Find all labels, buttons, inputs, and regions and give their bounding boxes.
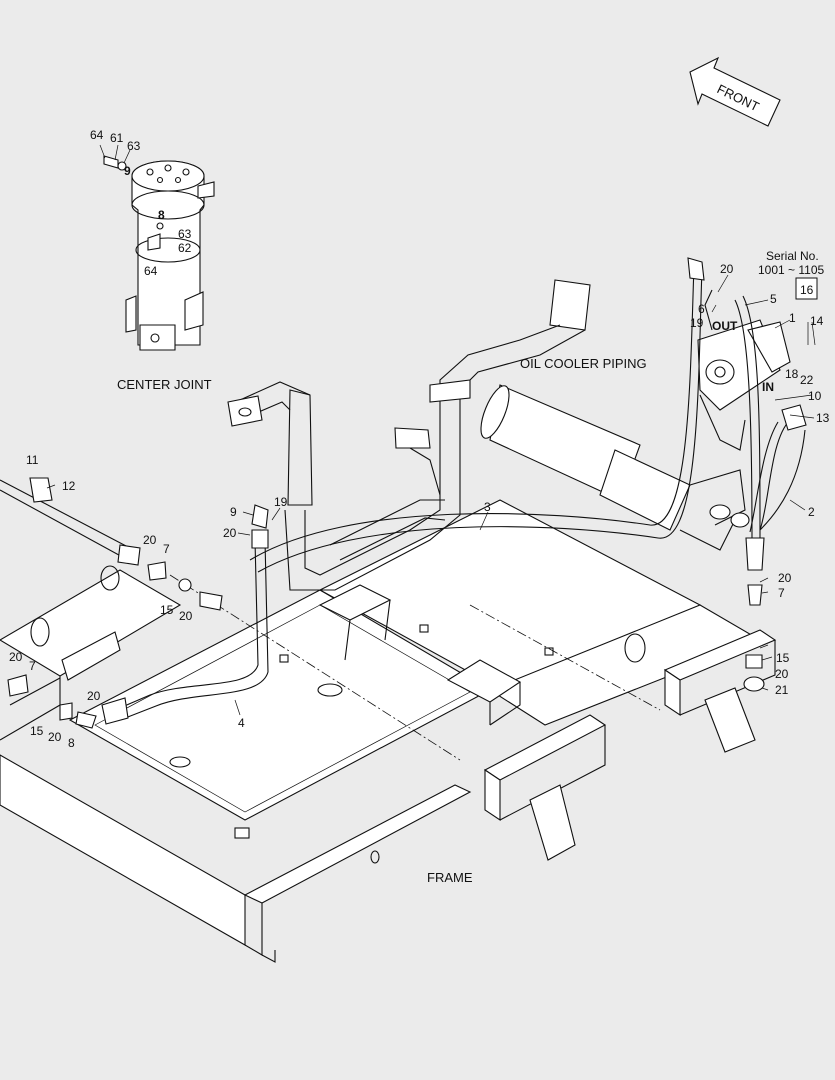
callout-7: 7 bbox=[778, 586, 785, 600]
callout-8: 8 bbox=[68, 736, 75, 750]
callout-2: 2 bbox=[808, 505, 815, 519]
callout-64: 64 bbox=[90, 128, 104, 142]
part-callouts: 64 61 63 9 8 63 62 64 20 5 6 19 1 14 18 … bbox=[9, 128, 830, 750]
callout-5: 5 bbox=[770, 292, 777, 306]
serial-note: Serial No. 1001 ~ 1105 16 bbox=[758, 249, 825, 300]
center-joint-label: CENTER JOINT bbox=[117, 377, 212, 392]
callout-21: 21 bbox=[775, 683, 789, 697]
callout-13: 13 bbox=[816, 411, 830, 425]
frame-label: FRAME bbox=[427, 870, 473, 885]
callout-22: 22 bbox=[800, 373, 814, 387]
callout-6: 6 bbox=[698, 302, 705, 316]
left-pipe bbox=[0, 477, 141, 566]
serial-range: 1001 ~ 1105 bbox=[758, 263, 825, 277]
center-joint-drawing bbox=[103, 155, 215, 351]
callout-11: 11 bbox=[26, 453, 39, 467]
callout-62: 62 bbox=[178, 241, 192, 255]
serial-title: Serial No. bbox=[766, 249, 819, 263]
callout-63: 63 bbox=[178, 227, 192, 241]
leader-lines bbox=[46, 144, 816, 716]
serial-boxed-part: 16 bbox=[800, 283, 814, 297]
callout-10: 10 bbox=[808, 389, 822, 403]
callout-15: 15 bbox=[160, 603, 174, 617]
callout-20: 20 bbox=[48, 730, 62, 744]
oil-cooler-piping-label: OIL COOLER PIPING bbox=[520, 356, 647, 371]
callout-20: 20 bbox=[775, 667, 789, 681]
callout-7: 7 bbox=[29, 659, 36, 673]
callout-14: 14 bbox=[810, 314, 824, 328]
callout-9: 9 bbox=[124, 164, 131, 178]
frame-drawing bbox=[0, 499, 777, 963]
in-port-label: IN bbox=[762, 380, 774, 394]
callout-20: 20 bbox=[143, 533, 157, 547]
callout-15: 15 bbox=[30, 724, 44, 738]
callout-20: 20 bbox=[778, 571, 792, 585]
callout-64: 64 bbox=[144, 264, 158, 278]
callout-9: 9 bbox=[230, 505, 237, 519]
callout-19: 19 bbox=[690, 316, 704, 330]
out-port-label: OUT bbox=[712, 319, 738, 333]
callout-1: 1 bbox=[789, 311, 796, 325]
callout-20: 20 bbox=[87, 689, 101, 703]
callout-12: 12 bbox=[62, 479, 76, 493]
callout-15: 15 bbox=[776, 651, 790, 665]
fittings bbox=[7, 504, 765, 729]
callout-63: 63 bbox=[127, 139, 141, 153]
callout-61: 61 bbox=[110, 131, 124, 145]
hose-3 bbox=[249, 257, 705, 573]
oil-cooler-piping-drawing bbox=[227, 279, 807, 591]
port-labels: OUT IN bbox=[712, 319, 774, 394]
callout-3: 3 bbox=[484, 500, 491, 514]
callout-7: 7 bbox=[163, 542, 170, 556]
callout-20: 20 bbox=[9, 650, 23, 664]
hose-4 bbox=[101, 529, 269, 725]
front-direction-arrow: FRONT bbox=[689, 56, 781, 127]
callout-18: 18 bbox=[785, 367, 799, 381]
callout-20: 20 bbox=[179, 609, 193, 623]
callout-20: 20 bbox=[720, 262, 734, 276]
assembly-labels: CENTER JOINT OIL COOLER PIPING FRAME bbox=[117, 356, 647, 885]
callout-20: 20 bbox=[223, 526, 237, 540]
callout-4: 4 bbox=[238, 716, 245, 730]
serial-box bbox=[795, 277, 818, 300]
callout-19: 19 bbox=[274, 495, 288, 509]
callout-8: 8 bbox=[158, 208, 165, 222]
